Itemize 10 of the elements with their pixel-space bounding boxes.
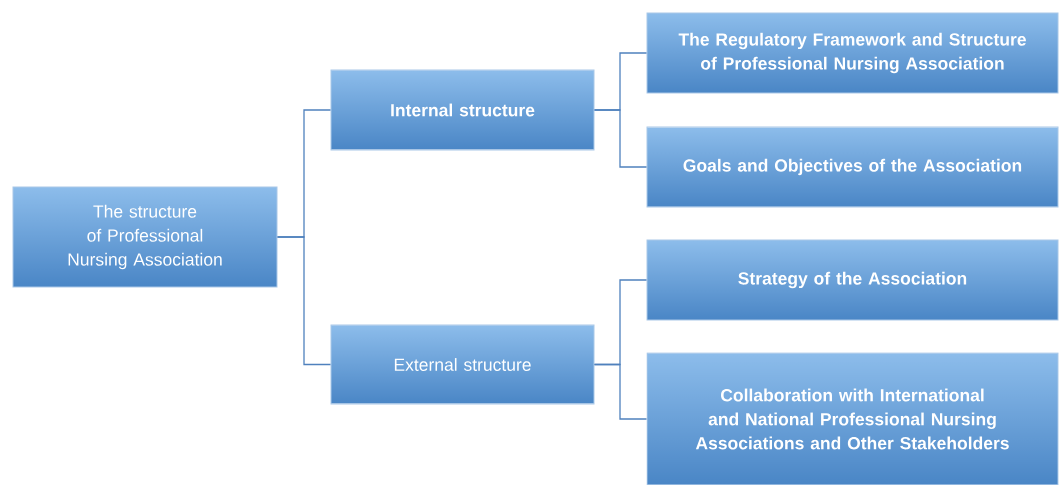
structure-box: Goals and Objectives of the Association (646, 126, 1059, 208)
structure-box: The Regulatory Framework and Structure of Professional Nursing Association (646, 12, 1059, 94)
connector-line (593, 109, 648, 168)
structure-box: The structure of Professional Nursing Association (12, 186, 278, 288)
structure-box: External structure (330, 324, 595, 405)
connector-line (593, 363, 648, 420)
connector-line (276, 236, 332, 366)
structure-box: Internal structure (330, 69, 595, 151)
structure-box: Strategy of the Association (646, 239, 1059, 321)
structure-box: Collaboration with International and National Professional Nursing Associations and Other Stakeholders (646, 352, 1059, 485)
